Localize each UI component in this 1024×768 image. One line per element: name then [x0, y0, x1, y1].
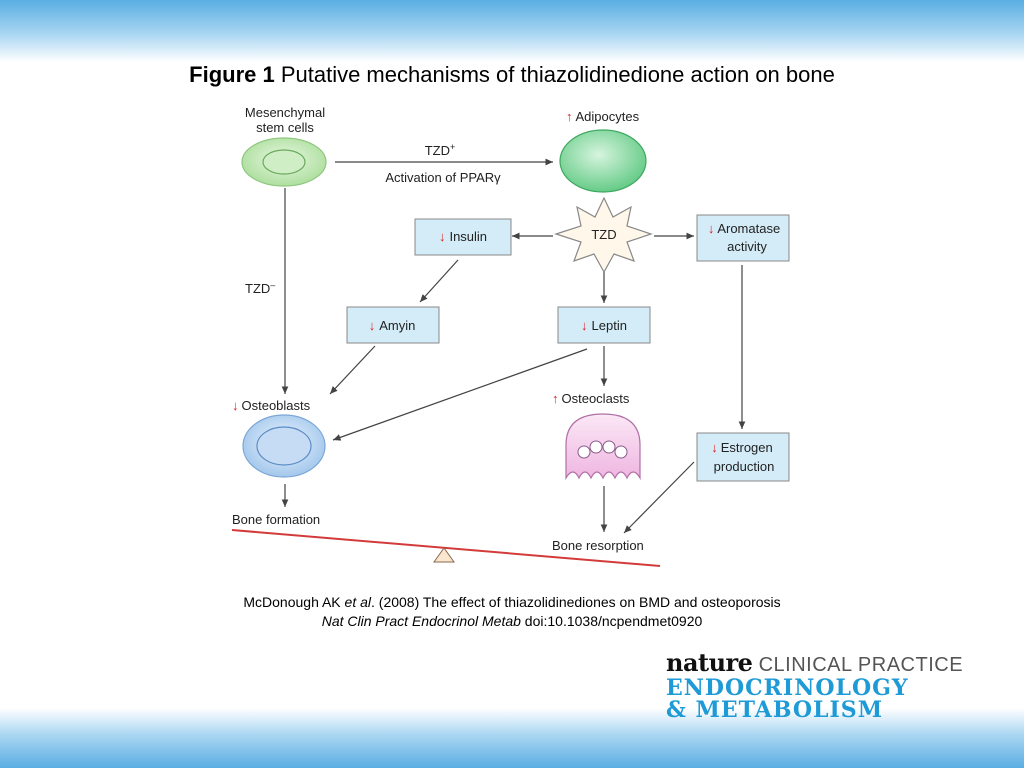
adipocyte-cell: [559, 129, 647, 193]
osteoblast-nucleus: [256, 426, 312, 466]
osteoclast-nucleus: [589, 440, 603, 454]
tzd-plus-label: TZD+: [425, 142, 456, 158]
osteoclasts-label: ↑Osteoclasts: [552, 391, 630, 406]
osteoblasts-label: ↓Osteoblasts: [232, 398, 311, 413]
tzd-minus-label: TZD–: [245, 280, 275, 296]
leptin-box: [557, 306, 651, 344]
mesenchymal-label-line2: stem cells: [256, 120, 314, 135]
citation-line-1: McDonough AK et al. (2008) The effect of…: [243, 594, 781, 610]
aromatase-label-line2: activity: [727, 239, 767, 254]
balance-fulcrum: [433, 547, 455, 563]
aromatase-box: [696, 214, 790, 262]
osteoclast-nucleus: [614, 445, 628, 459]
slide-title: Figure 1 Putative mechanisms of thiazoli…: [0, 62, 1024, 88]
estrogen-label-line1: ↓Estrogen: [711, 440, 773, 455]
leptin-label: ↓Leptin: [581, 318, 627, 333]
journal-logo: nature CLINICAL PRACTICE ENDOCRINOLOGY &…: [666, 648, 986, 721]
adipocytes-label: ↑Adipocytes: [566, 109, 640, 124]
arrow-amyin-to-osteoblasts: [329, 345, 376, 395]
top-gradient-band: [0, 0, 1024, 62]
arrow-estrogen-to-bone-resorption: [623, 461, 695, 534]
citation-line-2: Nat Clin Pract Endocrinol Metab doi:10.1…: [321, 613, 703, 629]
osteoclast-nucleus: [602, 440, 616, 454]
arrow-insulin-to-amyin: [419, 259, 459, 303]
logo-line-1: nature CLINICAL PRACTICE: [666, 648, 964, 677]
logo-line-2: ENDOCRINOLOGY: [666, 675, 909, 701]
mesenchymal-nucleus: [262, 149, 306, 175]
mesenchymal-label-line1: Mesenchymal: [245, 105, 325, 120]
figure-title-text: Putative mechanisms of thiazolidinedione…: [274, 62, 835, 87]
estrogen-box: [696, 432, 790, 482]
tzd-center-label: TZD: [591, 227, 616, 242]
balance-beam: [231, 529, 661, 567]
arrow-leptin-to-osteoblasts: [332, 348, 588, 441]
mechanism-diagram: Mesenchymal stem cells TZD+ Activation o…: [231, 105, 790, 567]
bone-resorption-label: Bone resorption: [552, 538, 644, 553]
activation-label: Activation of PPARγ: [385, 170, 501, 185]
osteoclast-nucleus: [577, 445, 591, 459]
amyin-box: [346, 306, 440, 344]
figure-label: Figure 1: [189, 62, 275, 87]
insulin-label: ↓Insulin: [439, 229, 487, 244]
insulin-box: [414, 218, 512, 256]
aromatase-label-line1: ↓Aromatase: [708, 221, 780, 236]
estrogen-label-line2: production: [714, 459, 775, 474]
bottom-gradient-band: [0, 708, 1024, 768]
logo-line-3: & METABOLISM: [666, 697, 884, 723]
bone-formation-label: Bone formation: [232, 512, 320, 527]
amyin-label: ↓Amyin: [369, 318, 416, 333]
